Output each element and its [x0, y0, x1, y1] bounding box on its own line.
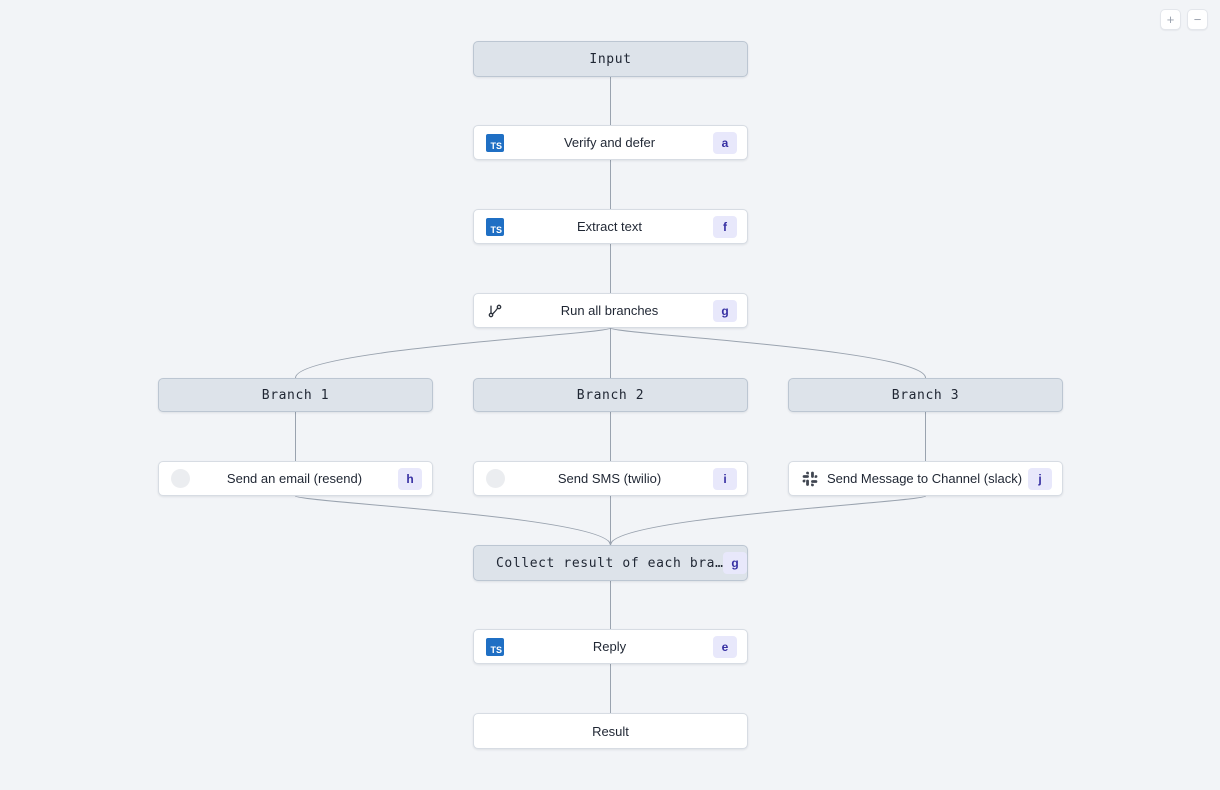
- node-send-sms-label: Send SMS (twilio): [557, 471, 662, 486]
- branch-icon: [484, 300, 506, 322]
- node-collect-result-label: Collect result of each branch: [496, 555, 723, 571]
- node-extract-text[interactable]: TS Extract text f: [473, 209, 748, 244]
- node-send-an-email-label: Send an email (resend): [226, 471, 363, 486]
- node-verify-and-defer-label: Verify and defer: [563, 135, 656, 150]
- node-send-an-email[interactable]: Send an email (resend) h: [158, 461, 433, 496]
- node-verify-and-defer[interactable]: TS Verify and defer a: [473, 125, 748, 160]
- node-branch-2-label: Branch 2: [576, 387, 645, 403]
- node-send-an-email-badge[interactable]: h: [398, 467, 422, 490]
- node-extract-text-badge[interactable]: f: [713, 215, 737, 238]
- circle-placeholder-icon: [484, 468, 506, 490]
- node-run-all-branches[interactable]: Run all branches g: [473, 293, 748, 328]
- node-branch-2[interactable]: Branch 2: [473, 378, 748, 412]
- circle-placeholder-icon: [169, 468, 191, 490]
- node-run-all-branches-label: Run all branches: [560, 303, 659, 318]
- ts-icon: TS: [484, 132, 506, 154]
- node-verify-and-defer-badge[interactable]: a: [713, 131, 737, 154]
- slack-icon: [799, 468, 821, 490]
- node-reply[interactable]: TS Reply e: [473, 629, 748, 664]
- zoom-in-button[interactable]: +: [1160, 9, 1181, 30]
- node-result[interactable]: Result: [473, 713, 748, 749]
- node-send-sms-badge[interactable]: i: [713, 467, 737, 490]
- node-reply-badge[interactable]: e: [713, 635, 737, 658]
- node-input-label: Input: [589, 51, 632, 67]
- node-reply-label: Reply: [592, 639, 627, 654]
- node-send-sms[interactable]: Send SMS (twilio) i: [473, 461, 748, 496]
- node-collect-result[interactable]: Collect result of each branch g: [473, 545, 748, 581]
- node-branch-3-label: Branch 3: [891, 387, 960, 403]
- node-branch-1[interactable]: Branch 1: [158, 378, 433, 412]
- node-collect-result-badge[interactable]: g: [723, 552, 747, 574]
- node-branch-1-label: Branch 1: [261, 387, 330, 403]
- ts-icon: TS: [484, 636, 506, 658]
- node-input[interactable]: Input: [473, 41, 748, 77]
- zoom-controls: + −: [1160, 9, 1208, 30]
- zoom-out-button[interactable]: −: [1187, 9, 1208, 30]
- node-send-message-to-channel-label: Send Message to Channel (slack): [826, 471, 1023, 486]
- ts-icon: TS: [484, 216, 506, 238]
- node-run-all-branches-badge[interactable]: g: [713, 299, 737, 322]
- node-extract-text-label: Extract text: [576, 219, 643, 234]
- node-branch-3[interactable]: Branch 3: [788, 378, 1063, 412]
- node-result-label: Result: [592, 723, 629, 739]
- node-send-message-to-channel[interactable]: Send Message to Channel (slack) j: [788, 461, 1063, 496]
- node-send-message-to-channel-badge[interactable]: j: [1028, 467, 1052, 490]
